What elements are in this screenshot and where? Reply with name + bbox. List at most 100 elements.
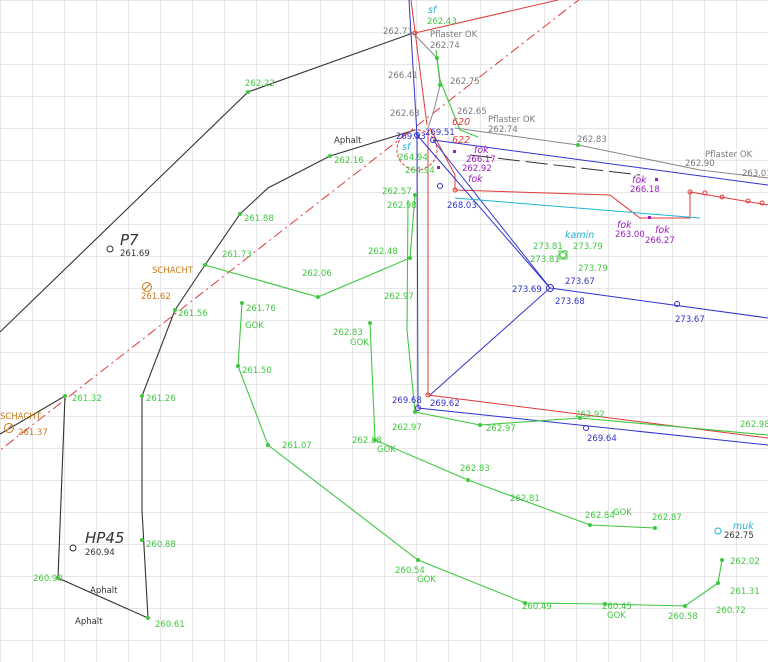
height-label: 273.79 — [573, 242, 603, 252]
height-label: 273.81 — [533, 242, 563, 252]
point — [140, 538, 144, 542]
asphalt-edge-south — [0, 129, 416, 619]
chimney-icon — [558, 250, 568, 260]
height-label: 260.72 — [716, 606, 746, 616]
fok-label: fok — [655, 225, 670, 236]
terrain-line-4 — [406, 199, 768, 436]
gok-label: GOK — [607, 611, 626, 621]
aphalt-label: Aphalt — [75, 617, 103, 627]
fok-marker — [437, 166, 440, 169]
point — [173, 308, 177, 312]
height-label: 261.07 — [282, 441, 312, 451]
point — [236, 364, 240, 368]
gok-label: GOK — [377, 445, 396, 455]
height-label: 261.50 — [242, 366, 272, 376]
point — [63, 394, 67, 398]
height-label: 260.45 — [602, 602, 632, 612]
height-label: 260.61 — [155, 620, 185, 630]
height-label: 266.27 — [645, 236, 675, 246]
fok-label: fok — [474, 145, 489, 156]
point-number-label: 622 — [452, 135, 470, 146]
height-label: 262.81 — [510, 494, 540, 504]
height-label: 264.94 — [405, 166, 435, 176]
hp45-point-icon — [69, 544, 77, 552]
height-label: 269.53 — [396, 132, 426, 142]
height-label: 269.68 — [392, 396, 422, 406]
height-label: 260.58 — [668, 612, 698, 622]
labels-gray: 262.71 Pflaster OK 262.74 266.41 262.75 … — [383, 27, 768, 179]
muk-point-icon — [714, 527, 722, 535]
height-label: 262.74 — [488, 125, 518, 135]
symbols — [4, 245, 722, 552]
p7-point-icon — [106, 245, 114, 253]
point — [653, 526, 657, 530]
fok-marker — [648, 216, 651, 219]
sf-label: sf — [402, 142, 412, 153]
point — [425, 392, 431, 398]
point — [578, 416, 582, 420]
aphalt-label: Aphalt — [334, 136, 362, 146]
height-label: 261.62 — [141, 292, 171, 302]
height-label: 273.79 — [578, 264, 608, 274]
height-label: 262.97 — [486, 424, 516, 434]
height-label: 262.57 — [382, 187, 412, 197]
point — [523, 601, 527, 605]
height-label: 269.64 — [587, 434, 617, 444]
labels-purple: fok 266.17 262.92 fok fok 266.18 fok 263… — [437, 145, 675, 246]
point — [413, 193, 417, 197]
red-vertical-edge — [410, 0, 428, 126]
point — [368, 321, 372, 325]
manhole-icon — [142, 282, 152, 292]
building-outline-red — [396, 0, 768, 439]
point — [583, 425, 589, 431]
height-label: 262.06 — [302, 269, 332, 279]
point — [238, 212, 242, 216]
fok-marker — [655, 178, 658, 181]
blue-vertical-edge — [408, 0, 418, 136]
point — [140, 394, 144, 398]
point — [559, 251, 567, 259]
red-points — [412, 30, 765, 398]
gok-label: GOK — [613, 508, 632, 518]
terrain-line-1 — [204, 194, 416, 298]
point — [478, 423, 482, 427]
height-label: 262.16 — [334, 156, 364, 166]
labels-cyan: sf sf kamin muk — [402, 5, 754, 532]
height-label: 264.94 — [398, 153, 428, 163]
hp45-label: HP45 — [85, 529, 124, 547]
height-label: 262.22 — [245, 79, 275, 89]
height-label: 260.49 — [522, 602, 552, 612]
point — [452, 187, 458, 193]
asphalt-edge-north — [0, 32, 414, 333]
height-label: 262.71 — [383, 27, 413, 37]
height-label: 262.83 — [460, 464, 490, 474]
height-label: 262.48 — [368, 247, 398, 257]
height-label: 262.97 — [392, 423, 422, 433]
height-label: 262.63 — [390, 109, 420, 119]
height-label: 262.02 — [730, 557, 760, 567]
p7-label: P7 — [120, 231, 139, 249]
height-label: 261.88 — [244, 214, 274, 224]
survey-points — [56, 56, 724, 620]
schacht-label: SCHACHT — [152, 266, 194, 276]
height-label: 260.90 — [33, 574, 63, 584]
property-boundary-line — [0, 0, 580, 451]
labels-black: P7 261.69 HP45 260.94 Aphalt Aphalt Apha… — [75, 136, 754, 627]
asphalt-edges — [0, 32, 416, 619]
point — [702, 190, 708, 196]
labels-green: 262.43 262.22 264.94 264.94 262.16 262.5… — [33, 17, 768, 630]
cyan-hatch-line — [454, 197, 701, 219]
height-label: 262.65 — [457, 107, 487, 117]
building-edge-dashed — [469, 154, 641, 176]
point — [576, 143, 580, 147]
height-label: 262.75 — [450, 77, 480, 87]
height-label: 266.18 — [630, 185, 660, 195]
height-label: 273.67 — [675, 315, 705, 325]
terrain-lines — [204, 49, 768, 607]
muk-label: muk — [733, 521, 754, 532]
schacht-label: SCHACHT — [0, 412, 42, 422]
height-label: 262.84 — [585, 511, 615, 521]
labels-orange: SCHACHT 261.62 SCHACHT 261.37 — [0, 266, 194, 438]
